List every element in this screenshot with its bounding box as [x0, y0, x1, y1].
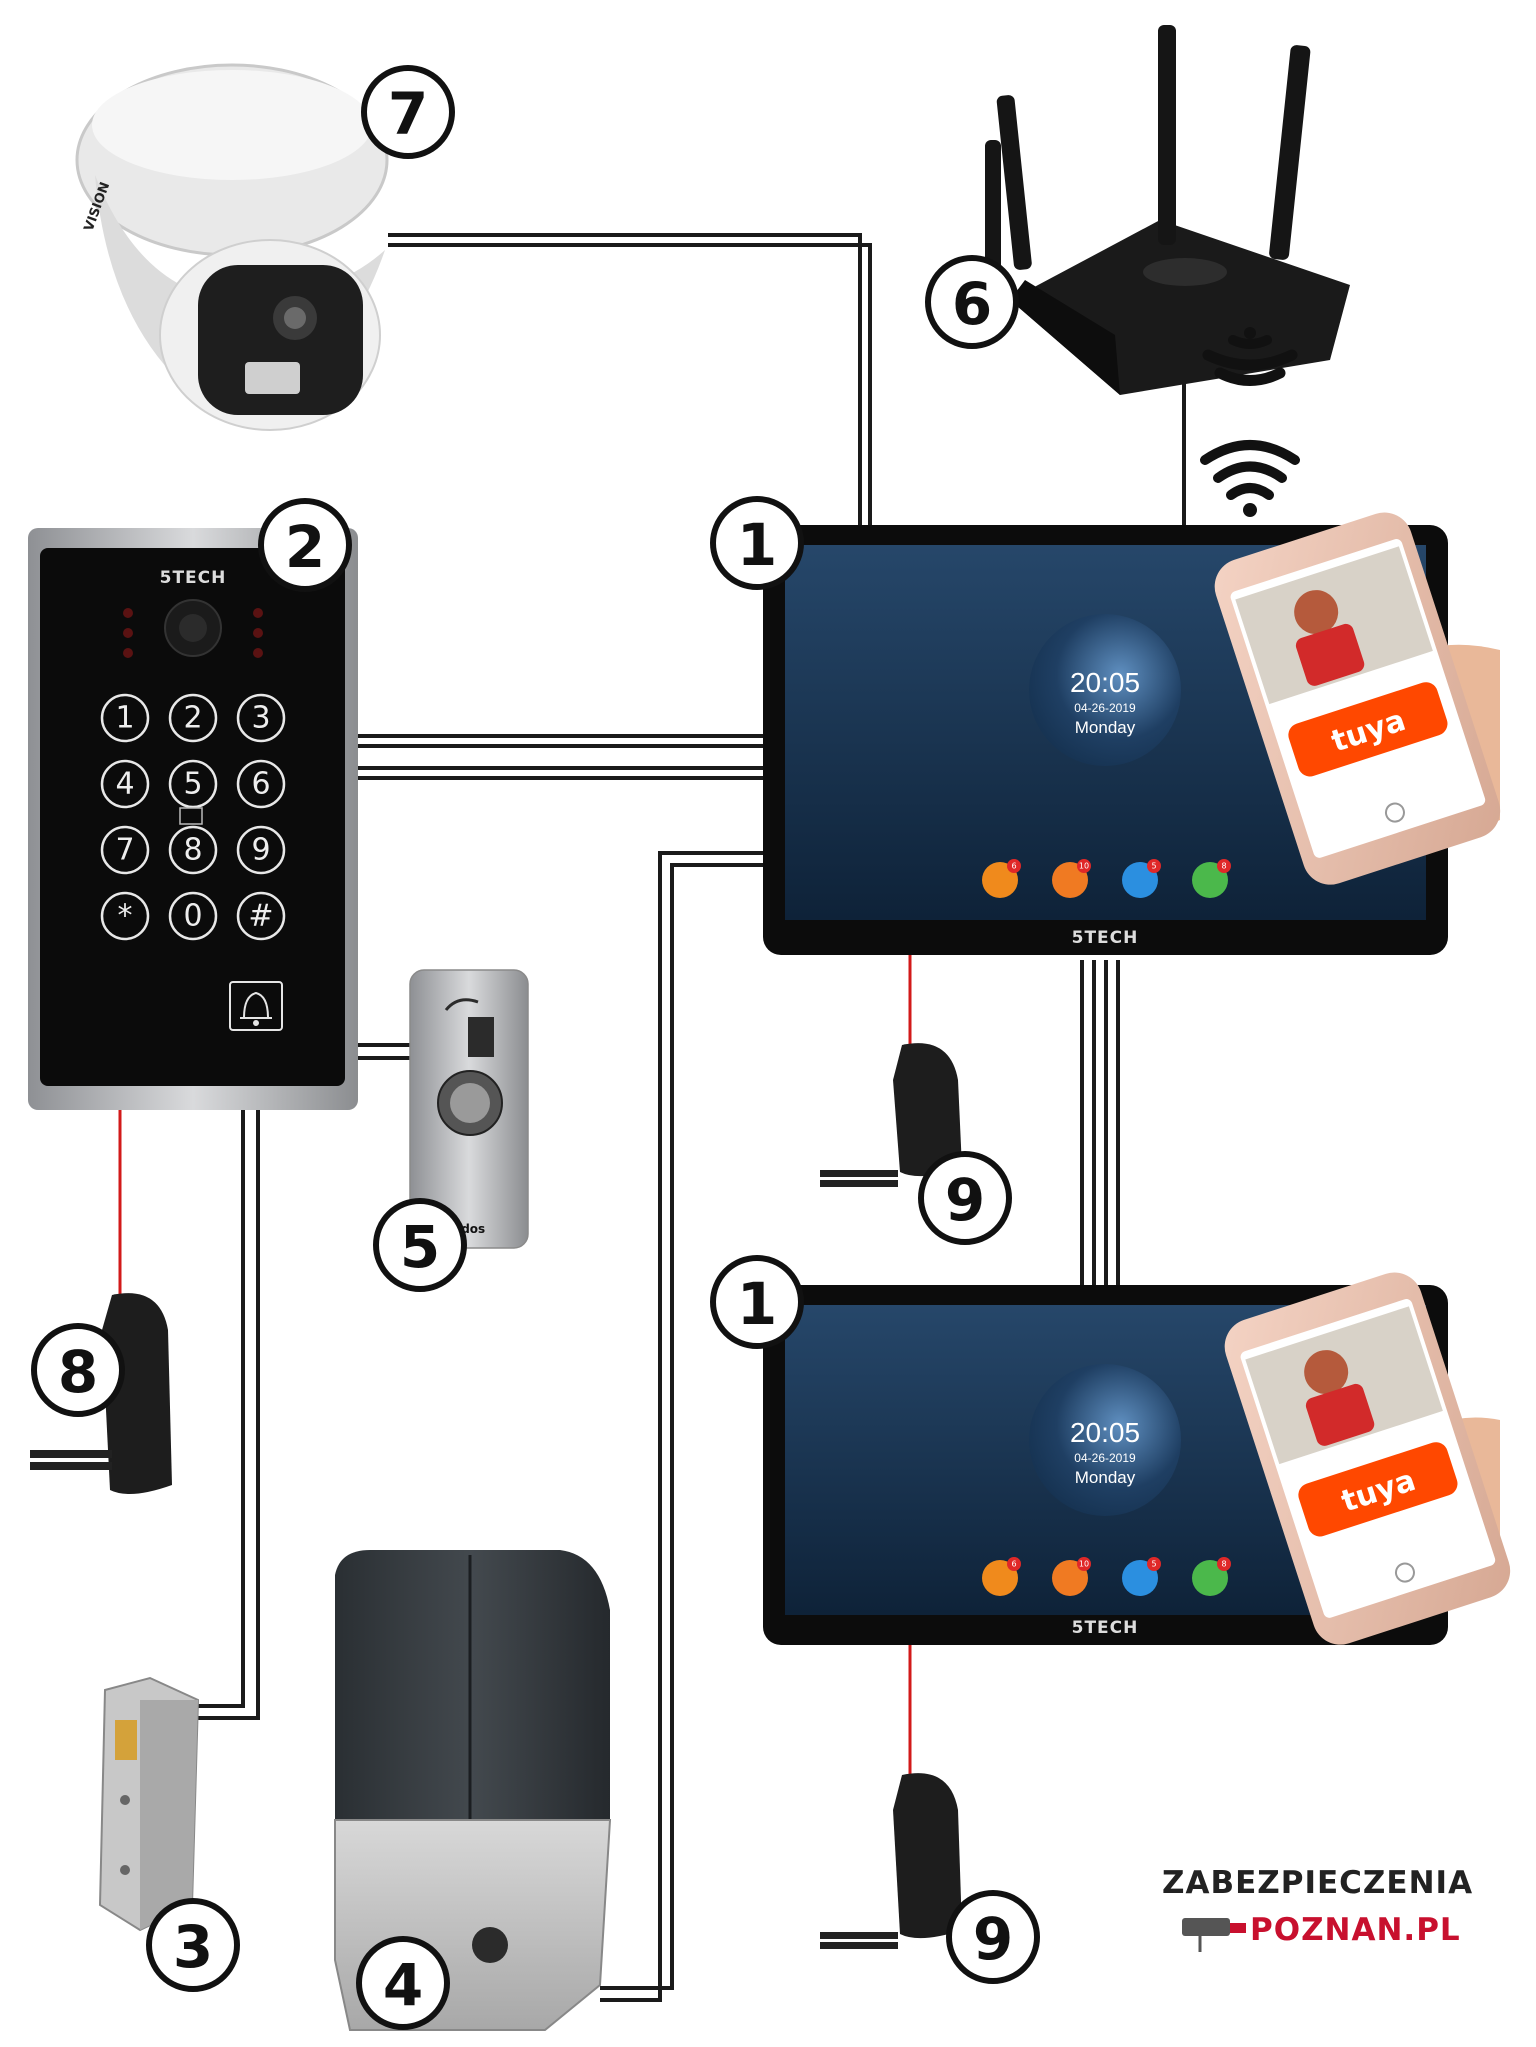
badge-1-top: 1 [710, 496, 804, 590]
monitor-day: Monday [1075, 1468, 1136, 1487]
badge-1-bottom: 1 [710, 1255, 804, 1349]
bell-icon [229, 981, 283, 1031]
svg-text:10: 10 [1079, 1560, 1089, 1569]
monitor-date: 04-26-2019 [1074, 1451, 1136, 1465]
svg-text:8: 8 [58, 1338, 98, 1406]
electric-strike-lock [98, 1676, 200, 1932]
person-icon: 5 [1122, 859, 1161, 898]
key-7: 7 [115, 833, 134, 868]
key-5: 5 [183, 767, 202, 802]
svg-text:1: 1 [737, 511, 777, 579]
monitor-time: 20:05 [1070, 667, 1140, 698]
monitor-date: 04-26-2019 [1074, 701, 1136, 715]
power-supply-8 [30, 1293, 172, 1494]
badge-9-top: 9 [918, 1151, 1012, 1245]
badge-8: 8 [31, 1323, 125, 1417]
badge-7: 7 [361, 65, 455, 159]
key-hash: # [248, 899, 273, 934]
svg-text:5: 5 [400, 1213, 440, 1281]
svg-text:6: 6 [1011, 862, 1016, 871]
key-star: * [118, 899, 133, 934]
monitor-brand: 5TECH [1072, 928, 1139, 948]
alarm-icon: 8 [1192, 1557, 1231, 1596]
badge-3: 3 [146, 1898, 240, 1992]
svg-text:9: 9 [973, 1905, 1013, 1973]
panel-brand: 5TECH [160, 568, 227, 588]
message-icon: 10 [1052, 1557, 1091, 1596]
svg-text:7: 7 [388, 80, 428, 148]
logo-line2: POZNAN.PL [1250, 1912, 1461, 1948]
svg-text:6: 6 [1011, 1560, 1016, 1569]
svg-text:1: 1 [737, 1270, 777, 1338]
monitor-brand: 5TECH [1072, 1618, 1139, 1638]
alarm-icon: 8 [1192, 859, 1231, 898]
logo-line1: ZABEZPIECZENIA [1162, 1865, 1473, 1901]
key-8: 8 [183, 833, 202, 868]
power-supply-9-bottom [820, 1773, 962, 1949]
wires [118, 233, 1186, 2002]
svg-text:3: 3 [173, 1913, 213, 1981]
svg-text:8: 8 [1221, 1560, 1226, 1569]
keypad: 1 2 3 4 5 6 7 8 9 * 0 # [100, 693, 286, 941]
card-reader-icon [179, 807, 203, 825]
call-icon: 6 [982, 859, 1021, 898]
key-0: 0 [183, 899, 202, 934]
badge-9-bottom: 9 [946, 1890, 1040, 1984]
cctv-camera-icon [1182, 1918, 1246, 1952]
svg-text:2: 2 [285, 513, 325, 581]
wifi-icon [1200, 440, 1300, 517]
badge-2: 2 [258, 498, 352, 592]
badge-4: 4 [356, 1936, 450, 2030]
call-icon: 6 [982, 1557, 1021, 1596]
badge-6: 6 [925, 255, 1019, 349]
svg-text:9: 9 [945, 1166, 985, 1234]
wifi-signal-icon [1202, 327, 1298, 386]
svg-text:5: 5 [1151, 1560, 1156, 1569]
monitor-day: Monday [1075, 718, 1136, 737]
person-icon: 5 [1122, 1557, 1161, 1596]
key-3: 3 [251, 701, 270, 736]
door-open-icon [444, 998, 494, 1057]
svg-text:10: 10 [1079, 862, 1089, 871]
key-2: 2 [183, 701, 202, 736]
key-1: 1 [115, 701, 134, 736]
badge-5: 5 [373, 1198, 467, 1292]
dome-camera: VISION [75, 63, 389, 431]
power-supply-9-top [820, 1043, 962, 1187]
phone-in-hand-bottom: tuya [1224, 1272, 1511, 1645]
svg-text:5: 5 [1151, 862, 1156, 871]
wifi-router [985, 25, 1350, 395]
svg-text:6: 6 [952, 270, 992, 338]
key-9: 9 [251, 833, 270, 868]
phone-in-hand-top: tuya [1214, 512, 1501, 885]
key-6: 6 [251, 767, 270, 802]
svg-text:8: 8 [1221, 862, 1226, 871]
door-panel: 5TECH 1 2 3 4 5 6 7 8 9 [28, 528, 358, 1110]
message-icon: 10 [1052, 859, 1091, 898]
svg-text:4: 4 [383, 1951, 423, 2019]
monitor-time: 20:05 [1070, 1417, 1140, 1448]
company-logo: ZABEZPIECZENIA POZNAN.PL [1162, 1865, 1473, 1952]
key-4: 4 [115, 767, 134, 802]
